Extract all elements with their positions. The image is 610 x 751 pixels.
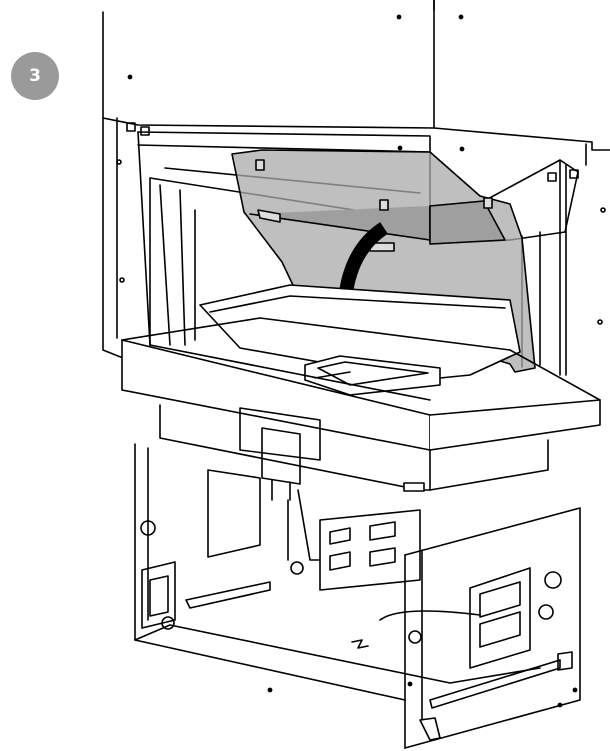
base-plate	[121, 317, 601, 492]
step-number-badge: 3	[11, 52, 59, 100]
upper-casing	[102, 0, 610, 361]
firebox-hearth	[199, 284, 521, 396]
support-stand	[134, 407, 581, 749]
